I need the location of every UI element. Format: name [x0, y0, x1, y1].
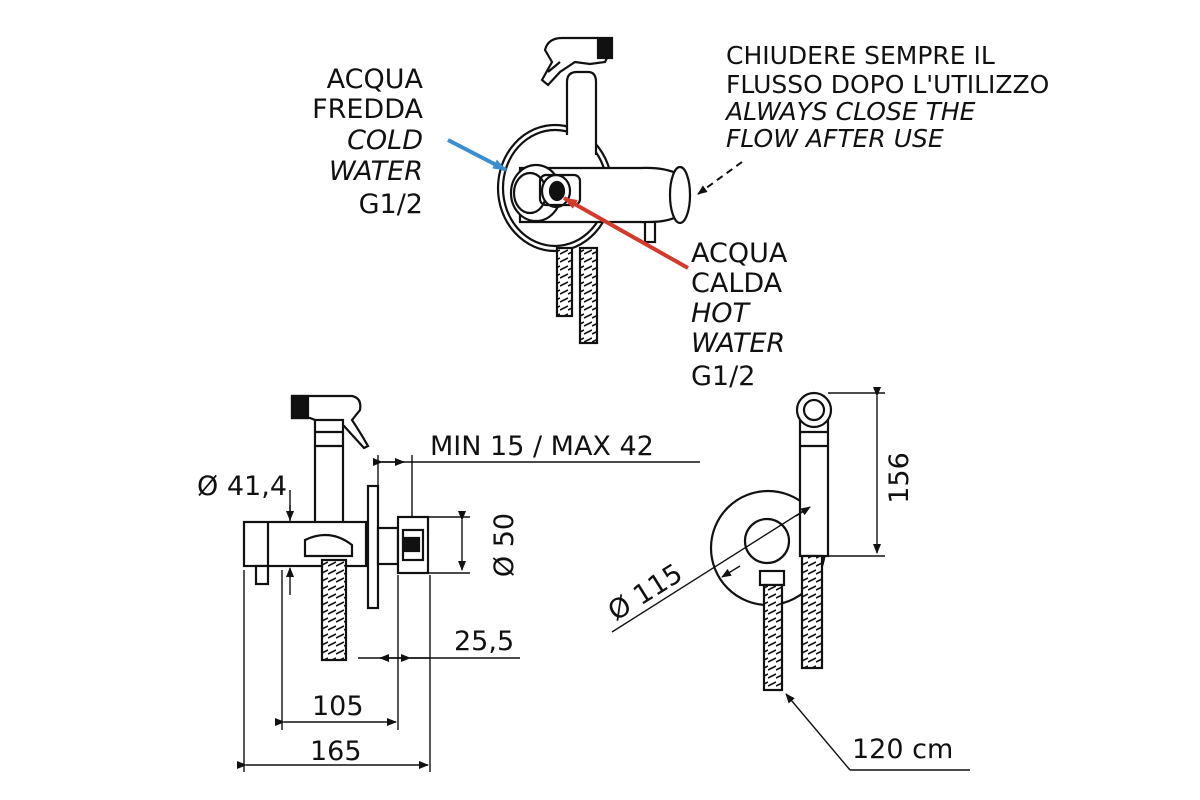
cold-arrow: [447, 138, 507, 172]
dim-plate-diameter: Ø 115: [603, 558, 688, 627]
hose-left: [555, 246, 574, 318]
front-shower-ring: [795, 391, 833, 429]
side-hose: [320, 558, 348, 662]
svg-text:WATER: WATER: [691, 328, 785, 359]
hot-arrow: [563, 196, 689, 270]
side-connector: [376, 526, 400, 566]
hot-water-label: ACQUA CALDA HOT WATER G1/2: [691, 238, 788, 392]
side-wall-plate: [366, 484, 380, 610]
close-flow-note: CHIUDERE SEMPRE IL FLUSSO DOPO L'UTILIZZ…: [724, 41, 1049, 153]
front-knob: [743, 517, 791, 565]
svg-text:FLOW AFTER USE: FLOW AFTER USE: [726, 124, 944, 153]
svg-text:FREDDA: FREDDA: [312, 94, 423, 125]
svg-text:CHIUDERE SEMPRE IL: CHIUDERE SEMPRE IL: [726, 41, 995, 70]
svg-text:WATER: WATER: [329, 156, 423, 187]
svg-text:CALDA: CALDA: [691, 268, 783, 299]
dim-depth-105: 105: [312, 691, 364, 722]
hose-right: [578, 246, 599, 345]
perspective-view: [496, 36, 692, 345]
front-hose-right: [800, 554, 824, 670]
svg-text:ACQUA: ACQUA: [327, 64, 424, 95]
close-arrow: [697, 161, 743, 195]
dim-offset: 25,5: [454, 626, 514, 657]
svg-text:FLUSSO DOPO L'UTILIZZO: FLUSSO DOPO L'UTILIZZO: [726, 70, 1049, 99]
svg-text:HOT: HOT: [691, 298, 752, 329]
svg-text:ALWAYS CLOSE THE: ALWAYS CLOSE THE: [724, 97, 976, 126]
front-pipe: [798, 416, 830, 558]
side-view: [242, 394, 430, 662]
svg-text:COLD: COLD: [347, 125, 423, 156]
side-dimensions: [237, 455, 700, 772]
valve-body: [509, 163, 692, 244]
svg-text:G1/2: G1/2: [691, 361, 755, 392]
dim-depth-165: 165: [310, 736, 362, 767]
front-hose-left: [762, 583, 784, 692]
side-shower-pipe: [313, 418, 345, 530]
dim-connector-diameter: Ø 50: [489, 513, 520, 577]
svg-text:G1/2: G1/2: [359, 189, 423, 220]
shower-head: [540, 36, 614, 87]
dim-body-diameter: Ø 41,4: [197, 471, 287, 502]
cold-water-label: ACQUA FREDDA COLD WATER G1/2: [312, 64, 423, 220]
dim-height-156: 156: [884, 452, 915, 504]
shower-pipe: [565, 70, 598, 155]
dim-wall-range: MIN 15 / MAX 42: [430, 431, 654, 462]
svg-text:ACQUA: ACQUA: [691, 238, 788, 269]
front-dimensions: [611, 387, 970, 771]
front-view: [709, 391, 833, 692]
dim-hose-length: 120 cm: [852, 734, 953, 765]
